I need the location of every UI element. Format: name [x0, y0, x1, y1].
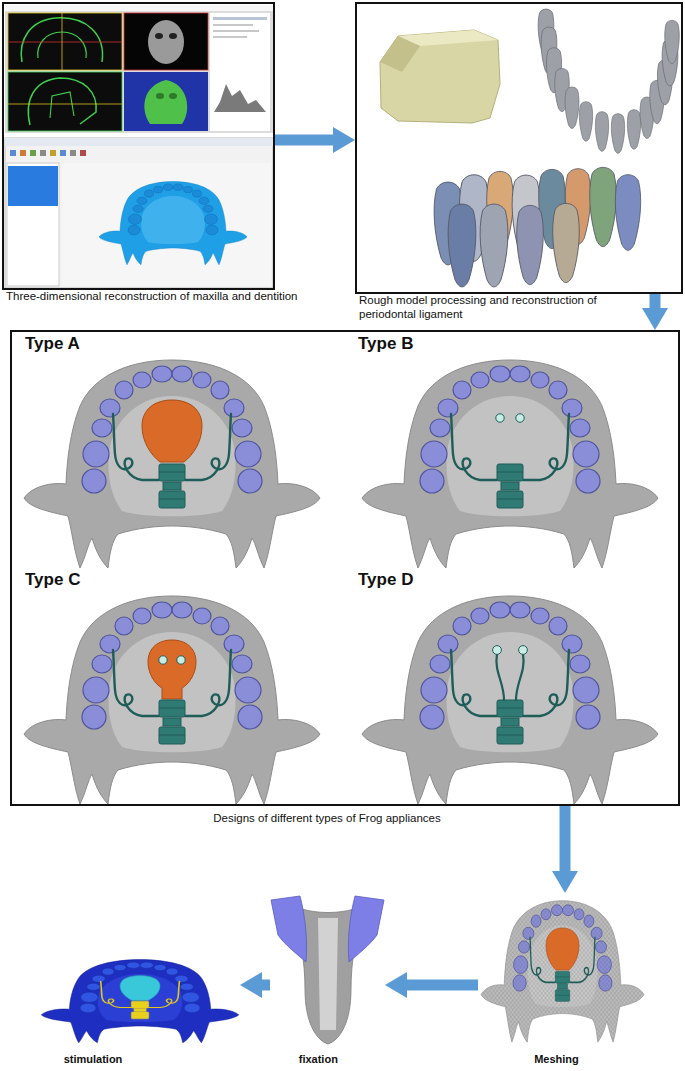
figure-box: fixation — [270, 893, 385, 1069]
flow-arrow — [275, 135, 333, 146]
dentition-model — [538, 9, 679, 153]
caption-text: fixation — [299, 1053, 338, 1067]
caption-text: Three-dimensional reconstruction of maxi… — [6, 290, 336, 304]
flow-arrow — [650, 294, 661, 308]
panel-box: Three-dimensional reconstruction of maxi… — [2, 2, 275, 290]
type-label: Type A — [25, 334, 80, 354]
individual-teeth — [434, 167, 641, 287]
type-label: Type C — [25, 570, 80, 590]
panel-box: Rough model processing and reconstructio… — [355, 2, 683, 294]
caption-block: Designs of different types of Frog appli… — [0, 812, 662, 826]
caption-block: Three-dimensional reconstruction of maxi… — [6, 290, 336, 304]
caption-text: stimulation — [64, 1053, 123, 1067]
modeling-screenshot — [5, 138, 273, 288]
figure-box: Meshing — [478, 893, 645, 1069]
meshed-model — [481, 901, 644, 1042]
caption-block: Rough model processing and reconstructio… — [359, 294, 637, 321]
stimulation-model — [41, 960, 238, 1043]
flow-arrow — [262, 980, 270, 991]
caption-block: Meshing — [534, 1053, 579, 1067]
caption-text: Rough model processing and reconstructio… — [359, 294, 637, 321]
type-b-model — [362, 360, 658, 568]
flow-arrow — [560, 806, 571, 871]
type-label: Type D — [358, 570, 413, 590]
flow-arrow — [407, 980, 478, 991]
caption-block: stimulation — [64, 1053, 123, 1067]
type-a-model — [24, 360, 320, 568]
figure-box: stimulation — [30, 893, 240, 1069]
caption-block: fixation — [299, 1053, 338, 1067]
fixation-model — [271, 896, 384, 1044]
caption-text: Designs of different types of Frog appli… — [0, 812, 662, 826]
type-c-model — [24, 596, 320, 804]
panel-box: Designs of different types of Frog appli… — [10, 330, 680, 806]
caption-text: Meshing — [534, 1053, 579, 1067]
type-d-model — [362, 596, 658, 804]
maxilla-model — [380, 30, 500, 123]
type-label: Type B — [358, 334, 413, 354]
software-screenshot — [5, 5, 273, 133]
